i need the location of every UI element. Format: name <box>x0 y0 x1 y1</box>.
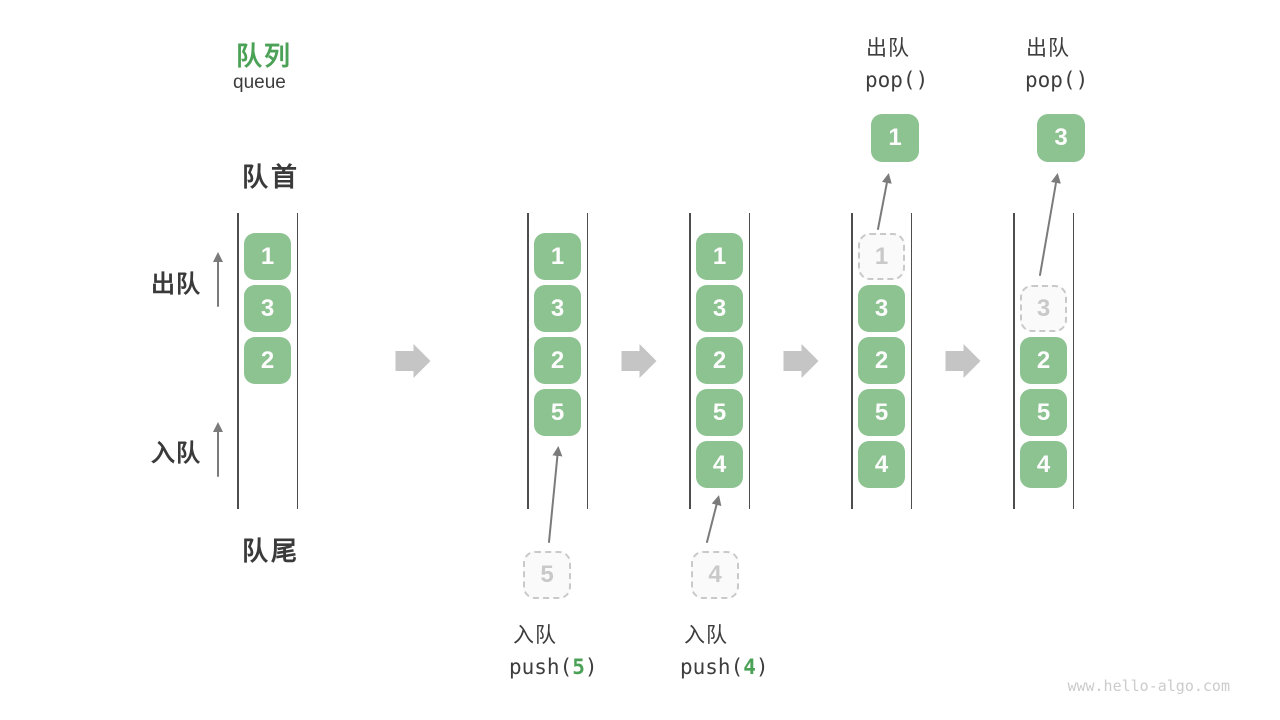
queue-wall <box>586 213 588 509</box>
queue-cell: 5 <box>534 389 581 436</box>
queue-cell: 3 <box>696 285 743 332</box>
queue-state-2: 1 3 2 5 <box>527 213 588 509</box>
queue-cell: 2 <box>244 337 291 384</box>
queue-cell: 5 <box>696 389 743 436</box>
queue-wall <box>296 213 298 509</box>
step-arrow-icon <box>945 344 981 378</box>
queue-wall <box>851 213 853 509</box>
queue-wall <box>1072 213 1074 509</box>
push4-label: 入队 <box>684 624 728 647</box>
step-arrow-icon <box>783 344 819 378</box>
queue-state-5: 3 2 5 4 <box>1013 213 1074 509</box>
label-enqueue: 入队 <box>151 440 201 467</box>
queue-cell-removed: 3 <box>1020 285 1067 332</box>
queue-wall <box>689 213 691 509</box>
queue-cell: 3 <box>534 285 581 332</box>
pop1-code: pop() <box>865 68 929 92</box>
queue-cell: 3 <box>244 285 291 332</box>
queue-cell: 3 <box>858 285 905 332</box>
push5-label: 入队 <box>513 624 557 647</box>
pop1-label: 出队 <box>866 37 910 60</box>
label-queue-front: 队首 <box>242 162 301 192</box>
watermark: www.hello-algo.com <box>1067 677 1230 695</box>
queue-wall <box>527 213 529 509</box>
pending-push-value: 5 <box>523 551 571 599</box>
code-arg: 4 <box>743 655 756 679</box>
queue-wall <box>910 213 912 509</box>
queue-cell: 2 <box>858 337 905 384</box>
push4-code: push(4) <box>680 655 769 679</box>
queue-wall <box>1013 213 1015 509</box>
queue-cell: 4 <box>858 441 905 488</box>
queue-cell: 2 <box>1020 337 1067 384</box>
queue-cell: 4 <box>1020 441 1067 488</box>
queue-cell: 1 <box>696 233 743 280</box>
diagram-title-en: queue <box>233 72 286 93</box>
code-fn: push( <box>680 655 744 679</box>
queue-cell: 5 <box>1020 389 1067 436</box>
queue-cell: 2 <box>534 337 581 384</box>
queue-cell-removed: 1 <box>858 233 905 280</box>
queue-cell: 2 <box>696 337 743 384</box>
popped-value: 3 <box>1037 114 1085 162</box>
code-arg: 5 <box>572 655 585 679</box>
queue-cell: 1 <box>534 233 581 280</box>
queue-cell: 1 <box>244 233 291 280</box>
queue-state-1: 1 3 2 <box>237 213 298 509</box>
queue-state-4: 1 3 2 5 4 <box>851 213 912 509</box>
pending-push-value: 4 <box>691 551 739 599</box>
push5-code: push(5) <box>509 655 598 679</box>
code-fn: push( <box>509 655 573 679</box>
code-close: ) <box>584 655 598 679</box>
label-dequeue: 出队 <box>151 271 201 298</box>
queue-wall <box>237 213 239 509</box>
queue-cell: 4 <box>696 441 743 488</box>
label-queue-rear: 队尾 <box>242 536 301 566</box>
code-close: ) <box>755 655 769 679</box>
queue-state-3: 1 3 2 5 4 <box>689 213 750 509</box>
step-arrow-icon <box>621 344 657 378</box>
queue-wall <box>748 213 750 509</box>
step-arrow-icon <box>395 344 431 378</box>
pop3-code: pop() <box>1025 68 1089 92</box>
queue-cell: 5 <box>858 389 905 436</box>
diagram-title-zh: 队列 <box>236 41 293 71</box>
pop3-label: 出队 <box>1026 37 1070 60</box>
popped-value: 1 <box>871 114 919 162</box>
